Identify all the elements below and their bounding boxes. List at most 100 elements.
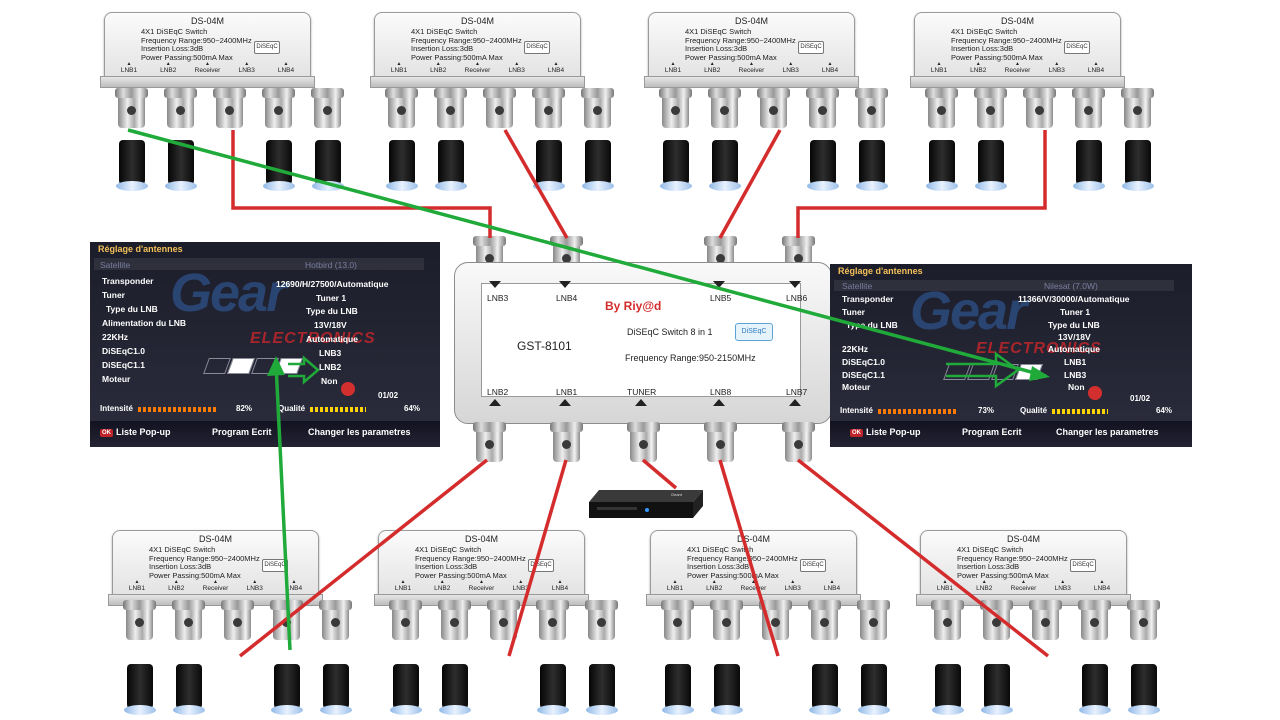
osd-value-lnb-type: Type du LNB xyxy=(1048,320,1100,330)
switch-spec-loss: Insertion Loss:3dB xyxy=(415,562,478,572)
f-connector xyxy=(172,600,205,640)
port-label-tuner: TUNER xyxy=(627,387,657,397)
port-label-lnb1: LNB1 xyxy=(657,579,693,592)
diseqc-logo: DiSEqC xyxy=(798,41,824,54)
switch-model: DS-04M xyxy=(1006,534,1040,544)
switch-spec-power: Power Passing:500mA Max xyxy=(685,53,777,63)
key-popup-list-label: Liste Pop-up xyxy=(116,427,171,437)
diseqc-logo: DiSEqC xyxy=(254,41,280,54)
f-connector xyxy=(806,88,839,128)
f-connector xyxy=(857,600,890,640)
osd-page-indicator: 01/02 xyxy=(1130,394,1151,403)
lnb-icon xyxy=(975,140,1007,191)
port-label-lnb8: LNB8 xyxy=(710,387,732,397)
f-connector xyxy=(483,88,516,128)
osd-value-lnb-type: Type du LNB xyxy=(306,306,358,316)
switch-spec-title: 4X1 DiSEqC Switch xyxy=(687,545,754,554)
lnb-icon xyxy=(386,140,418,191)
port-arrow xyxy=(635,399,647,406)
port-label-lnb1: LNB1 xyxy=(556,387,578,397)
switch-spec-power: Power Passing:500mA Max xyxy=(141,53,233,63)
key-popup-list-label: Liste Pop-up xyxy=(866,427,921,437)
osd-selected-row xyxy=(94,258,424,270)
coax-wire xyxy=(231,130,492,238)
lnb-icon xyxy=(807,140,839,191)
port-label-lnb1: LNB1 xyxy=(921,61,957,74)
f-connector xyxy=(1078,600,1111,640)
port-label-lnb3: LNB3 xyxy=(237,579,273,592)
lnb-icon xyxy=(981,664,1013,715)
switch-spec-loss: Insertion Loss:3dB xyxy=(149,562,212,572)
switch-port-labels: LNB1 LNB2 Receiver LNB3 LNB4 xyxy=(119,579,312,592)
port-label-lnb1: LNB1 xyxy=(119,579,155,592)
switch-model: DS-04M xyxy=(736,534,770,544)
osd-row-motor: Moteur xyxy=(102,374,131,384)
f-connector xyxy=(1127,600,1160,640)
port-arrow xyxy=(559,399,571,406)
osd-row-lnb-type: Type du LNB xyxy=(106,304,158,314)
port-label-lnb2: LNB2 xyxy=(487,387,509,397)
f-connector xyxy=(473,422,506,462)
key-change-params: Changer les parametres xyxy=(1056,427,1159,437)
lnb-icon xyxy=(173,664,205,715)
f-connector xyxy=(1072,88,1105,128)
f-connector xyxy=(1023,88,1056,128)
f-connector xyxy=(974,88,1007,128)
switch-base xyxy=(910,76,1125,88)
f-connector xyxy=(661,600,694,640)
coax-wire xyxy=(641,458,678,490)
osd-value-diseqc10: LNB1 xyxy=(1064,357,1087,367)
coax-wire xyxy=(796,130,1047,238)
f-connector xyxy=(1029,600,1062,640)
lnb-icon xyxy=(711,664,743,715)
diseqc-4x1-switch: DS-04M 4X1 DiSEqC Switch Frequency Range… xyxy=(378,530,585,596)
f-connector xyxy=(980,600,1013,640)
switch-spec-title: 4X1 DiSEqC Switch xyxy=(415,545,482,554)
f-connector xyxy=(855,88,888,128)
osd-value-tuner: Tuner 1 xyxy=(1060,307,1091,317)
gear-brand-watermark: Gear xyxy=(910,281,1027,341)
osd-quality-value: 64% xyxy=(404,404,421,413)
port-arrow xyxy=(489,399,501,406)
osd-value-satellite: Hotbird (13.0) xyxy=(305,260,357,270)
osd-quality-bar xyxy=(1052,409,1108,414)
switch-spec-power: Power Passing:500mA Max xyxy=(415,571,507,581)
coax-wire xyxy=(507,459,568,657)
osd-value-satellite: Nilesat (7.0W) xyxy=(1044,281,1098,291)
lnb-icon xyxy=(320,664,352,715)
f-connector xyxy=(585,600,618,640)
osd-value-motor: Non xyxy=(321,376,338,386)
lnb-icon xyxy=(1122,140,1154,191)
port-label-lnb4: LNB4 xyxy=(542,579,578,592)
f-connector xyxy=(164,88,197,128)
switch-spec-title: 4X1 DiSEqC Switch xyxy=(951,27,1018,36)
signal-path-arrow xyxy=(274,363,292,651)
switch-model: DS-04M xyxy=(460,16,494,26)
lnb-icon xyxy=(709,140,741,191)
lnb-icon xyxy=(116,140,148,191)
port-label-lnb2: LNB2 xyxy=(158,579,194,592)
port-label-receiver: Receiver xyxy=(736,579,772,592)
port-label-lnb3: LNB3 xyxy=(775,579,811,592)
port-label-lnb3: LNB3 xyxy=(499,61,535,74)
lnb-icon xyxy=(586,664,618,715)
port-arrow xyxy=(713,399,725,406)
coax-wire xyxy=(718,459,780,657)
port-label-lnb4: LNB4 xyxy=(268,61,304,74)
f-connector xyxy=(311,88,344,128)
switch-spec-frequency: Frequency Range:950~2400MHz xyxy=(415,553,526,563)
f-connector xyxy=(319,600,352,640)
switch-spec-frequency: Frequency Range:950~2400MHz xyxy=(685,35,796,45)
switch-port-labels: LNB1 LNB2 Receiver LNB3 LNB4 xyxy=(927,579,1120,592)
f-connector xyxy=(659,88,692,128)
switch-spec-loss: Insertion Loss:3dB xyxy=(685,44,748,54)
diseqc-4x1-switch: DS-04M 4X1 DiSEqC Switch Frequency Range… xyxy=(920,530,1127,596)
switch-specs: 4X1 DiSEqC Switch Frequency Range:950~24… xyxy=(951,27,1062,63)
switch-model: DS-04M xyxy=(1000,16,1034,26)
port-label-receiver: Receiver xyxy=(460,61,496,74)
osd-value-diseqc11: LNB2 xyxy=(319,362,342,372)
switch-specs: 4X1 DiSEqC Switch Frequency Range:950~24… xyxy=(411,27,522,63)
switch8-frequency: Frequency Range:950-2150MHz xyxy=(625,353,756,363)
